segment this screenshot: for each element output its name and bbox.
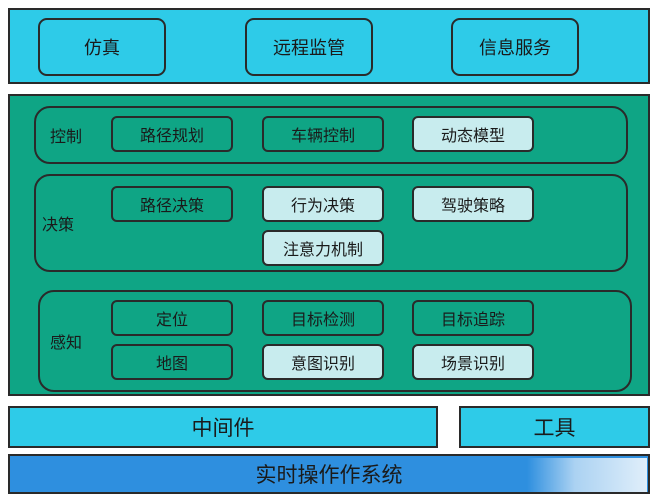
module-label: 动态模型 (440, 126, 505, 145)
framework-panel: 控制 路径规划 车辆控制 动态模型 决策 路径决策 行为决策 驾驶策略 注意力机… (8, 94, 650, 396)
module-object-detection: 目标检测 (262, 300, 384, 336)
module-map: 地图 (111, 344, 233, 380)
module-dynamic-model: 动态模型 (412, 116, 534, 152)
module-driving-strategy: 驾驶策略 (412, 186, 534, 222)
simulation-box: 仿真 (38, 18, 166, 76)
module-label: 驾驶策略 (440, 196, 505, 215)
control-layer-label: 控制 (50, 127, 83, 146)
module-localization: 定位 (111, 300, 233, 336)
module-label: 地图 (155, 354, 188, 373)
simulation-label: 仿真 (84, 38, 120, 59)
remote-supervision-box: 远程监管 (245, 18, 373, 76)
module-behavior-decision: 行为决策 (262, 186, 384, 222)
tools-label: 工具 (533, 416, 576, 440)
tools-box: 工具 (459, 406, 650, 448)
module-object-tracking: 目标追踪 (412, 300, 534, 336)
realtime-os-box: 实时操作作系统 (8, 454, 650, 494)
perception-layer: 感知 定位 目标检测 目标追踪 地图 意图识别 场景识别 (38, 290, 632, 392)
module-intent-recognition: 意图识别 (262, 344, 384, 380)
module-label: 定位 (155, 310, 188, 329)
information-service-label: 信息服务 (479, 38, 551, 59)
module-path-decision: 路径决策 (111, 186, 233, 222)
decision-layer: 决策 路径决策 行为决策 驾驶策略 注意力机制 (34, 174, 628, 272)
remote-supervision-label: 远程监管 (273, 38, 345, 59)
module-attention-mechanism: 注意力机制 (262, 230, 384, 266)
module-label: 行为决策 (290, 196, 355, 215)
module-label: 路径决策 (139, 196, 204, 215)
module-scene-recognition: 场景识别 (412, 344, 534, 380)
module-label: 场景识别 (440, 354, 505, 373)
information-service-box: 信息服务 (451, 18, 579, 76)
module-label: 目标检测 (290, 310, 355, 329)
module-label: 目标追踪 (440, 310, 505, 329)
module-label: 路径规划 (139, 126, 204, 145)
module-vehicle-control: 车辆控制 (262, 116, 384, 152)
module-label: 注意力机制 (282, 240, 363, 259)
middleware-box: 中间件 (8, 406, 438, 448)
module-label: 意图识别 (290, 354, 355, 373)
middleware-label: 中间件 (191, 416, 255, 440)
module-path-planning: 路径规划 (111, 116, 233, 152)
control-layer: 控制 路径规划 车辆控制 动态模型 (34, 106, 628, 164)
module-label: 车辆控制 (290, 126, 355, 145)
realtime-os-label: 实时操作作系统 (255, 463, 403, 487)
application-layer: 仿真 远程监管 信息服务 (8, 8, 650, 84)
decision-layer-label: 决策 (42, 215, 75, 234)
perception-layer-label: 感知 (50, 333, 83, 352)
